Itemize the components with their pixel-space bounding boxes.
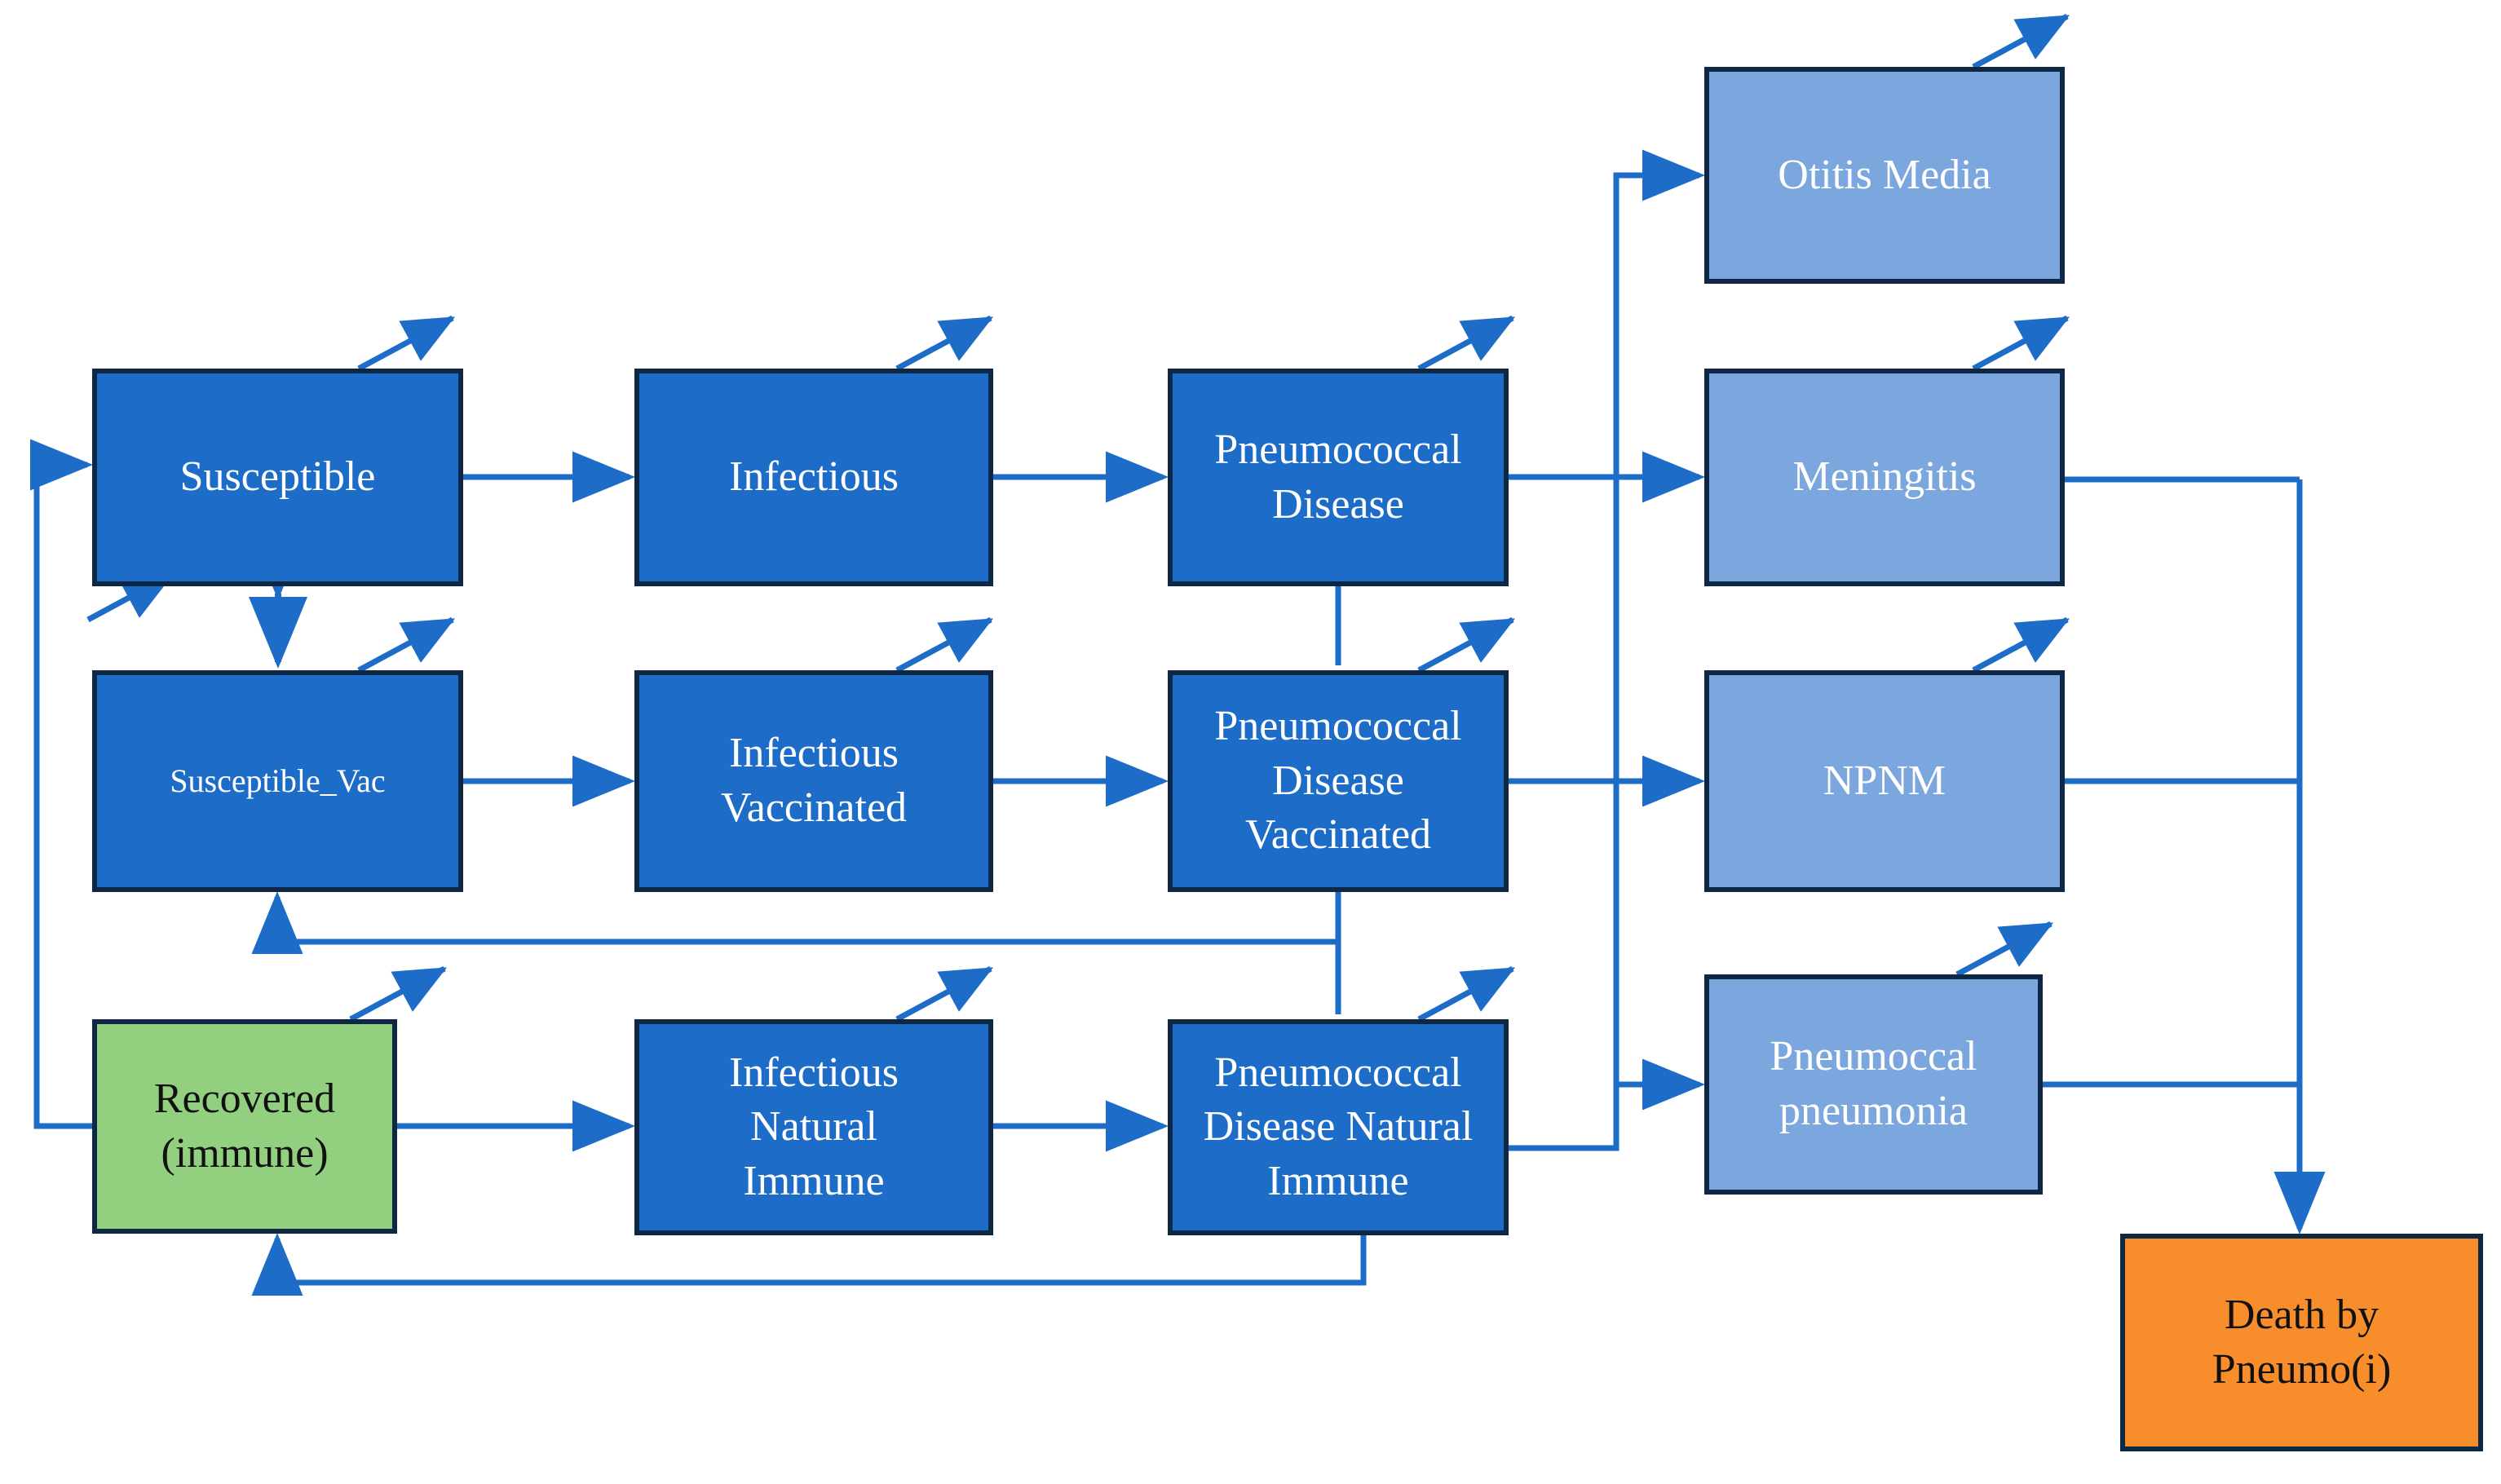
edge-outflow-pneumoccal-pneumonia: [1955, 921, 2054, 978]
node-recovered-label: Recovered(immune): [153, 1075, 336, 1177]
edge-recovered-to-susceptible-feedback: [30, 439, 93, 1129]
node-susceptible-vac-label: Susceptible_Vac: [170, 762, 386, 800]
edge-outflow-infectious-vac: [895, 616, 994, 674]
edge-outflow-pd-ni: [1417, 965, 1516, 1022]
edge-trunk-riser: [1613, 149, 1705, 477]
node-susceptible-label: Susceptible: [179, 453, 376, 501]
edge-outflow-meningitis: [1972, 315, 2070, 372]
node-otitis-media[interactable]: Otitis Media: [1704, 67, 2065, 284]
edge-outflow-susceptible-vac: [357, 616, 456, 674]
edge-outflow-npnm: [1972, 616, 2070, 674]
node-susceptible-vac[interactable]: Susceptible_Vac: [92, 670, 463, 892]
node-npnm[interactable]: NPNM: [1704, 670, 2065, 892]
edge-outflow-pd: [1417, 315, 1516, 372]
edge-trunk-lower: [1509, 1058, 1705, 1151]
edge-pd-vac-to-susceptible-vac-feedback: [251, 891, 1341, 954]
edge-outflow-recovered: [349, 965, 448, 1022]
node-npnm-label: NPNM: [1823, 757, 1946, 804]
node-meningitis-label: Meningitis: [1792, 453, 1977, 501]
edge-outflow-susceptible: [357, 315, 456, 372]
edge-outflow-pd-vac: [1417, 616, 1516, 674]
edge-outflow-otitis-media: [1972, 13, 2070, 70]
node-infectious[interactable]: Infectious: [634, 369, 993, 586]
node-otitis-media-label: Otitis Media: [1778, 151, 1991, 198]
edge-pd-ni-to-recovered-feedback: [251, 1233, 1367, 1296]
edge-outflow-infectious-natural: [895, 965, 994, 1022]
node-susceptible[interactable]: Susceptible: [92, 369, 463, 586]
node-meningitis[interactable]: Meningitis: [1704, 369, 2065, 586]
node-infectious-label: Infectious: [729, 453, 899, 501]
node-recovered[interactable]: Recovered(immune): [92, 1019, 397, 1234]
edge-outflow-infectious: [895, 315, 994, 372]
